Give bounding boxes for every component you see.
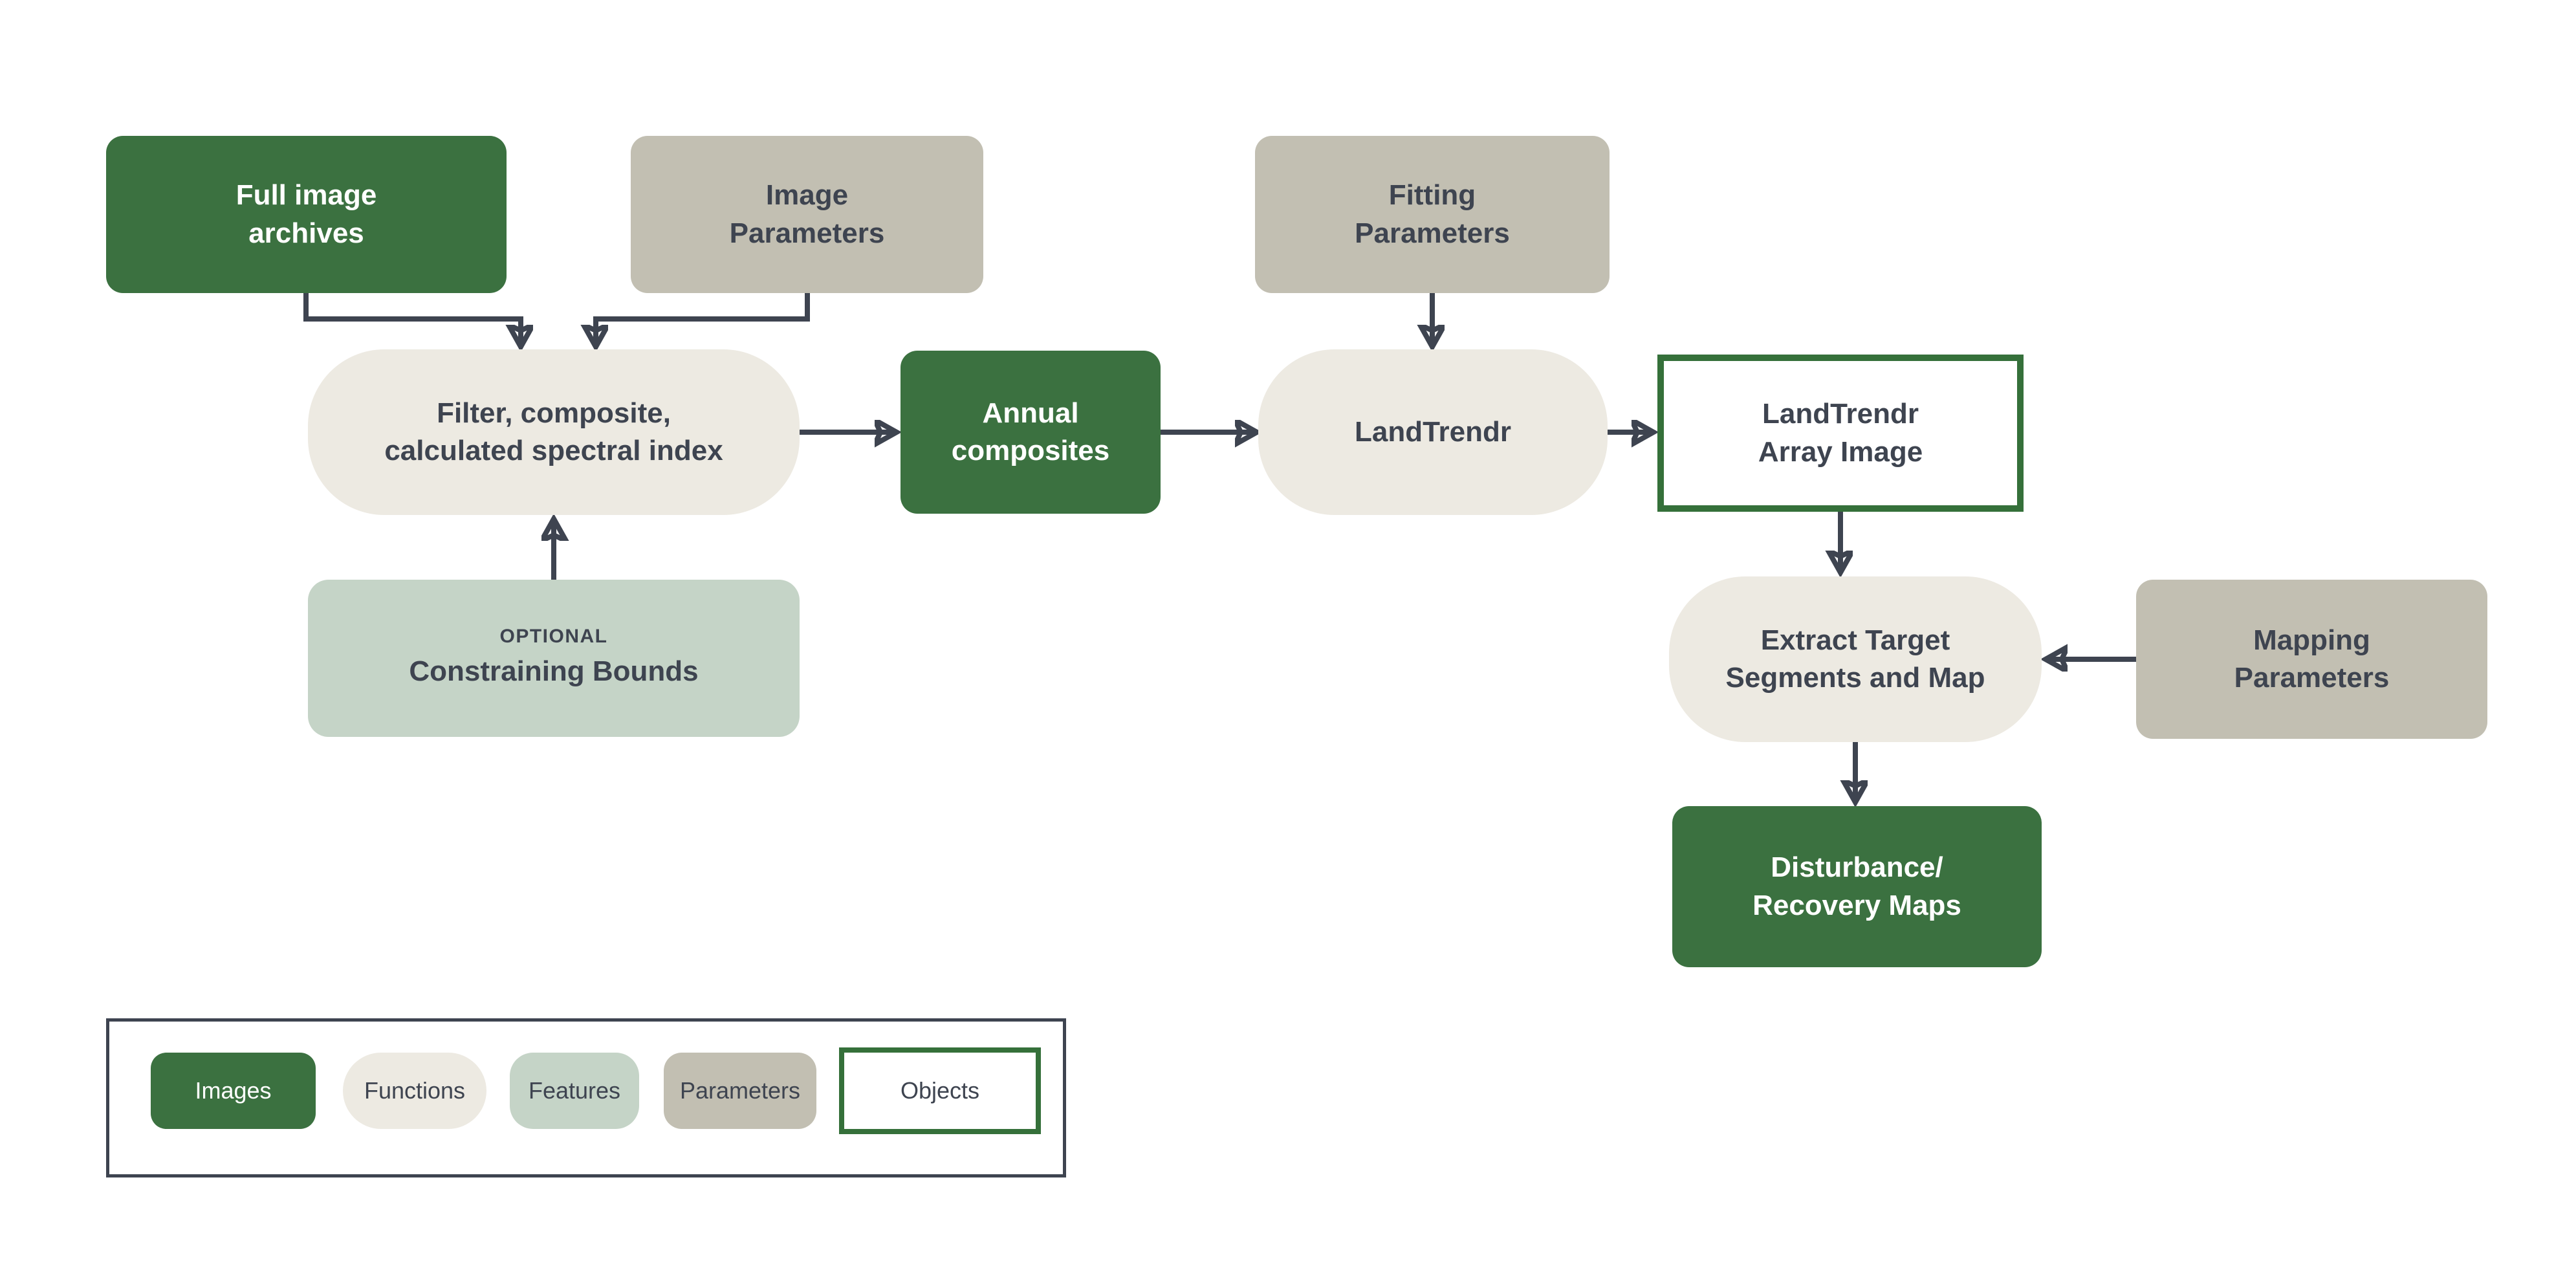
node-label-mapping-parameters: Mapping Parameters <box>2234 624 2390 694</box>
node-label-filter-composite: Filter, composite, calculated spectral i… <box>384 397 723 466</box>
node-constraining-bounds: OPTIONAL Constraining Bounds <box>308 580 800 737</box>
legend-chip-parameters: Parameters <box>664 1053 816 1129</box>
node-extract-target: Extract Target Segments and Map <box>1669 576 2042 742</box>
node-fitting-parameters: Fitting Parameters <box>1255 136 1610 293</box>
legend-label-features: Features <box>528 1077 621 1104</box>
node-label-landtrendr-array-image: LandTrendr Array Image <box>1758 398 1923 468</box>
legend-chip-functions: Functions <box>343 1053 486 1129</box>
constraining-bounds-content: OPTIONAL Constraining Bounds <box>409 626 698 690</box>
legend-chip-objects: Objects <box>839 1047 1041 1134</box>
node-mapping-parameters: Mapping Parameters <box>2136 580 2487 739</box>
node-disturbance-recovery-maps: Disturbance/ Recovery Maps <box>1672 806 2042 967</box>
node-annual-composites: Annual composites <box>901 351 1161 514</box>
legend-label-images: Images <box>195 1077 272 1104</box>
node-landtrendr: LandTrendr <box>1258 349 1608 515</box>
legend-chip-features: Features <box>510 1053 639 1129</box>
connector-image-parameters-to-filter <box>596 293 810 344</box>
node-filter-composite: Filter, composite, calculated spectral i… <box>308 349 800 515</box>
node-label-fitting-parameters: Fitting Parameters <box>1355 179 1510 249</box>
legend-label-objects: Objects <box>900 1077 980 1104</box>
node-label-landtrendr: LandTrendr <box>1354 415 1512 448</box>
node-label-annual-composites: Annual composites <box>951 397 1110 466</box>
node-full-image-archives: Full image archives <box>106 136 507 293</box>
node-landtrendr-array-image: LandTrendr Array Image <box>1657 355 2024 512</box>
node-label-image-parameters: Image Parameters <box>729 179 885 249</box>
legend-label-functions: Functions <box>364 1077 466 1104</box>
legend-label-parameters: Parameters <box>679 1077 801 1104</box>
node-image-parameters: Image Parameters <box>631 136 983 293</box>
legend-chip-images: Images <box>151 1053 316 1129</box>
optional-tag: OPTIONAL <box>499 626 608 648</box>
node-label-constraining-bounds: Constraining Bounds <box>409 655 699 688</box>
node-label-disturbance-recovery-maps: Disturbance/ Recovery Maps <box>1752 851 1961 921</box>
node-label-full-image-archives: Full image archives <box>235 179 377 249</box>
node-label-extract-target: Extract Target Segments and Map <box>1725 624 1985 694</box>
connector-full-image-archives-to-filter <box>303 293 521 344</box>
legend: Images Functions Features Parameters Obj… <box>106 1018 1066 1177</box>
